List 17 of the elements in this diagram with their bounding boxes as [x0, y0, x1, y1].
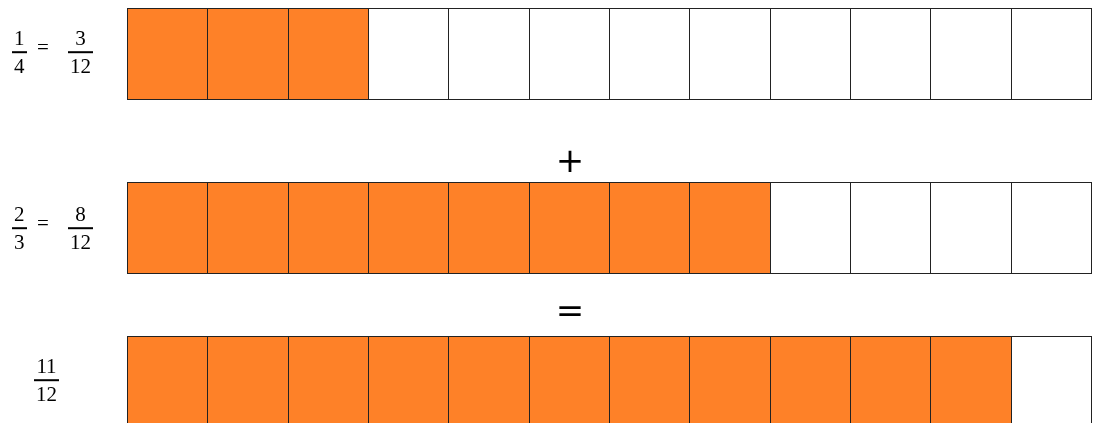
denominator: 3 [13, 230, 26, 253]
numerator: 2 [13, 203, 26, 226]
denominator: 12 [69, 230, 92, 253]
denominator: 12 [35, 382, 58, 405]
operator-sign: + [555, 143, 585, 177]
operator-sign: = [555, 293, 585, 327]
equals-sign: = [37, 36, 49, 58]
numerator: 11 [35, 355, 58, 378]
equals-sign: = [37, 212, 49, 234]
denominator: 12 [69, 54, 92, 77]
fraction-strip [127, 336, 1092, 423]
numerator: 8 [74, 203, 87, 226]
denominator: 4 [13, 54, 26, 77]
fraction-strip [127, 182, 1092, 274]
numerator: 3 [74, 27, 87, 50]
numerator: 1 [13, 27, 26, 50]
fraction-strip [127, 8, 1092, 100]
